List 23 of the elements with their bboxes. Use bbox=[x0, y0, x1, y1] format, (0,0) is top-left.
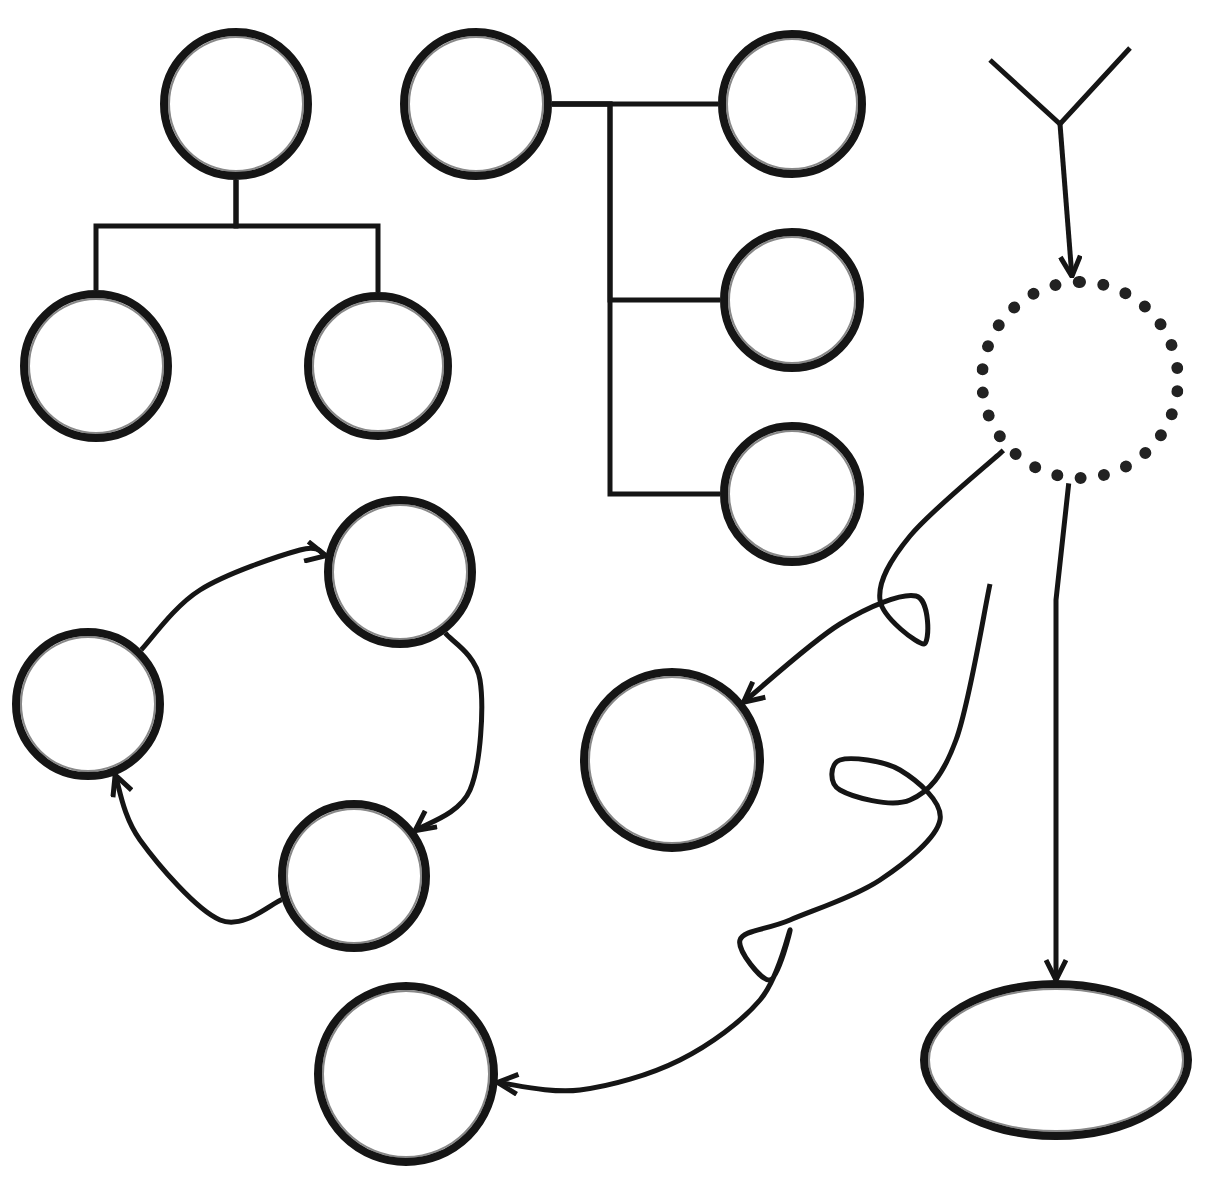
circle-node bbox=[314, 982, 498, 1166]
arrow bbox=[412, 631, 485, 834]
circle-node bbox=[400, 28, 552, 180]
circle-node bbox=[304, 292, 452, 440]
circle-node bbox=[324, 496, 476, 648]
circle-node bbox=[718, 30, 866, 178]
connector-line bbox=[233, 180, 381, 292]
circle-node bbox=[720, 422, 864, 566]
arrow bbox=[109, 772, 283, 925]
arrow bbox=[139, 536, 329, 652]
arrow bbox=[988, 46, 1132, 279]
circle-node bbox=[720, 228, 864, 372]
arrow bbox=[495, 583, 993, 1098]
arrow bbox=[741, 448, 1006, 705]
circle-node bbox=[160, 28, 312, 180]
circle-node bbox=[580, 668, 764, 852]
ellipse-node bbox=[920, 979, 1192, 1141]
connector-line bbox=[552, 101, 720, 497]
dotted-circle-node bbox=[976, 276, 1184, 484]
arrow bbox=[1043, 483, 1072, 983]
circle-node bbox=[20, 290, 172, 442]
circle-node bbox=[278, 800, 430, 952]
circle-node bbox=[12, 628, 164, 780]
